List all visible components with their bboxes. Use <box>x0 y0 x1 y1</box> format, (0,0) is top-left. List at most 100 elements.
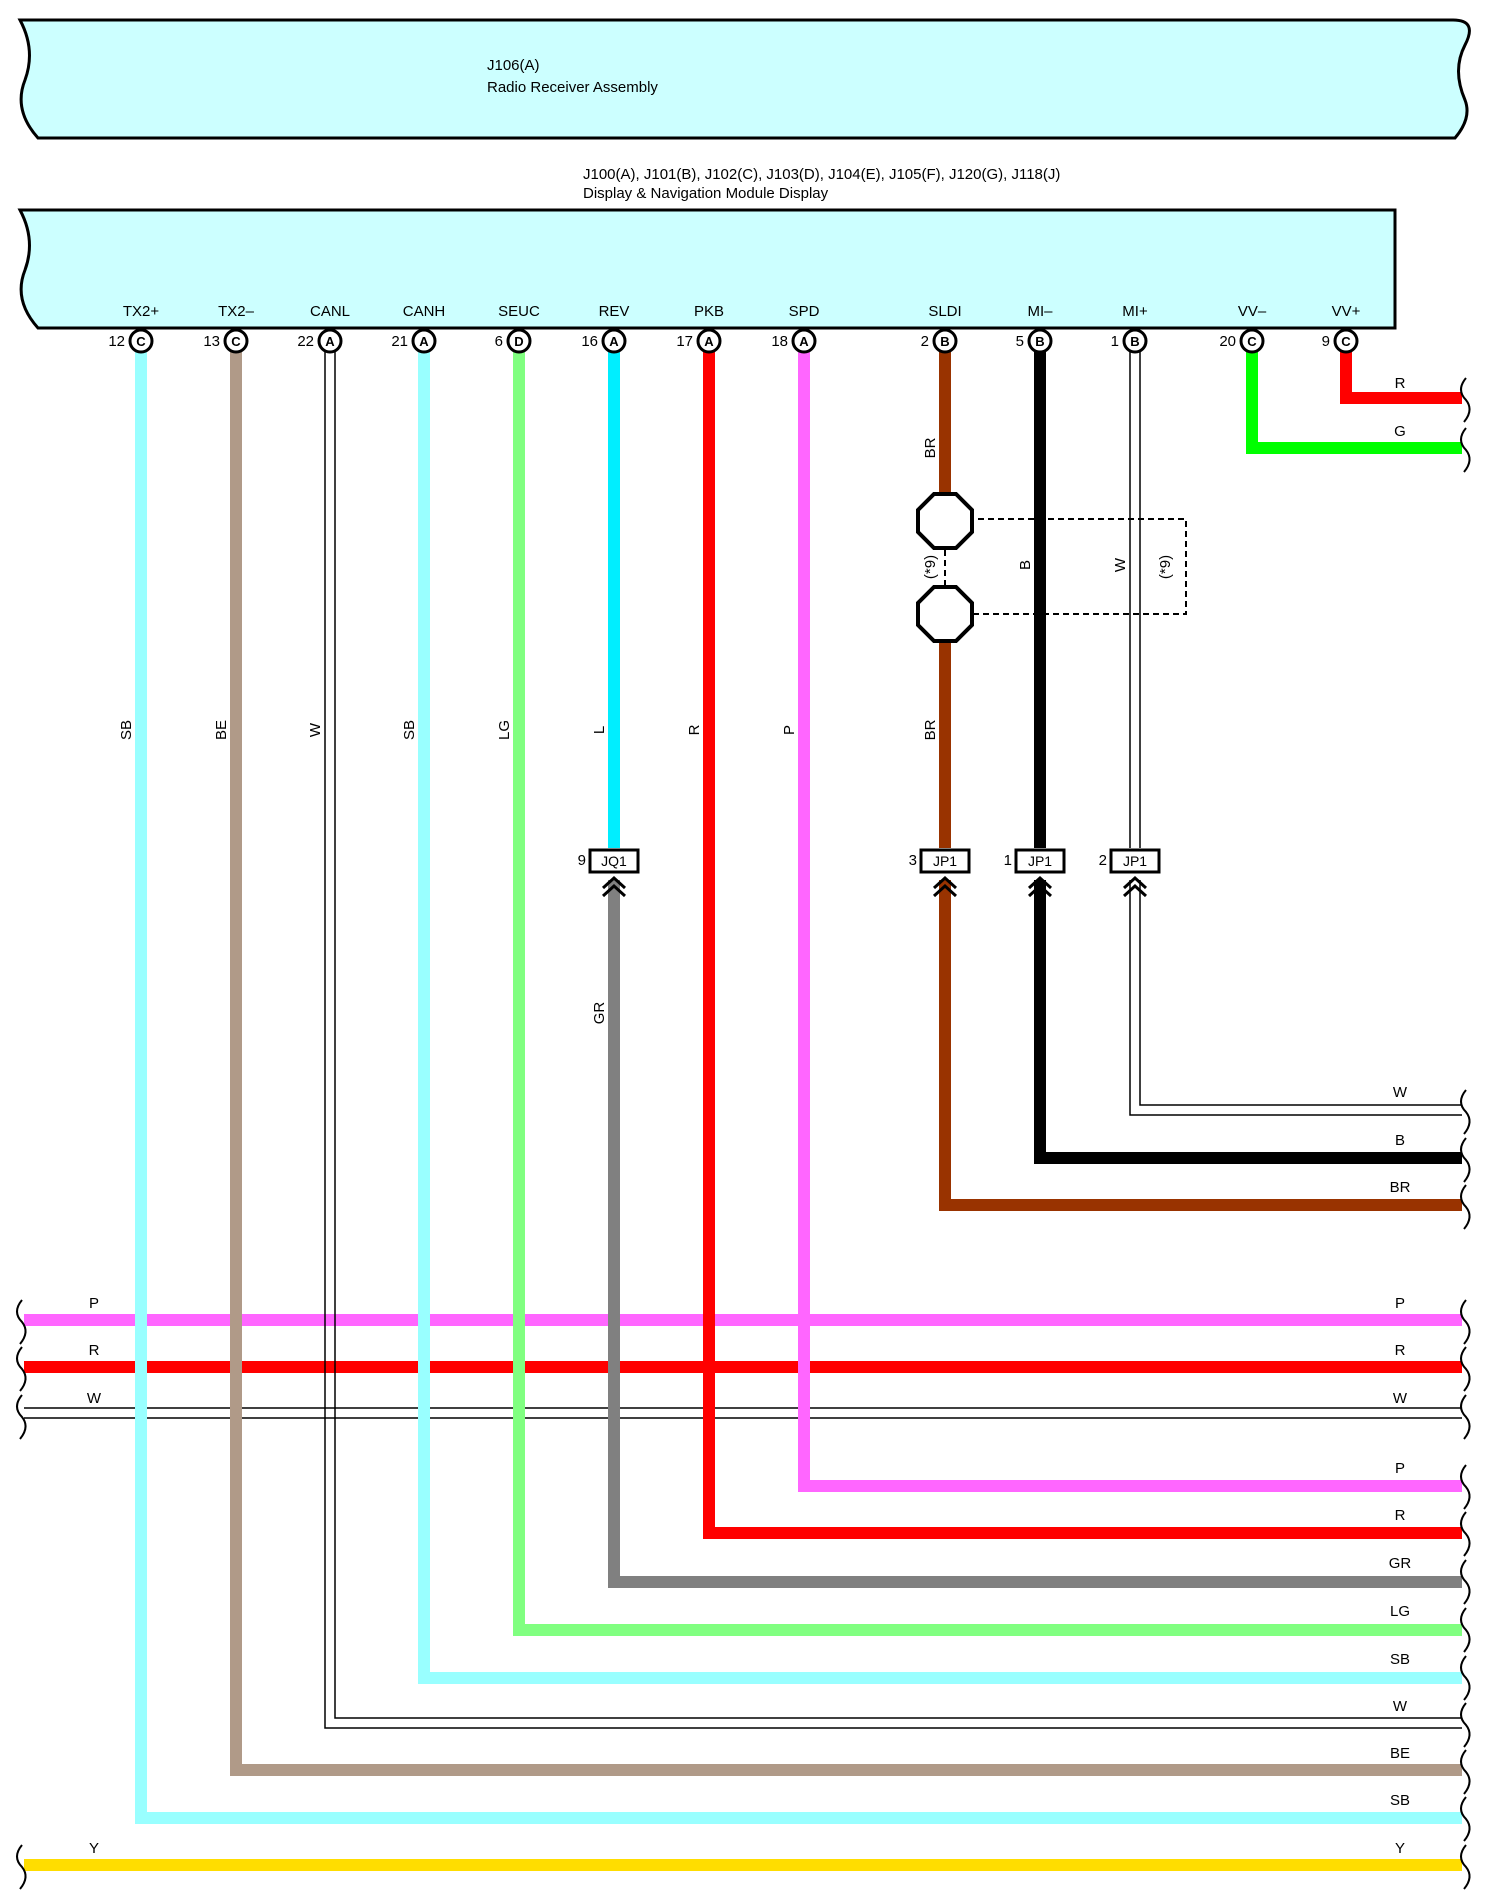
wire-canl-inner <box>334 340 1462 1719</box>
junction-label-jp1-1: JP1 <box>1028 853 1052 869</box>
pin-num-canl: 22 <box>297 333 314 350</box>
junction-jp1-pin3: 3 JP1 <box>909 848 971 898</box>
label-through-w-right: W <box>1393 1390 1408 1407</box>
vlabel-canl: W <box>307 722 324 737</box>
chevron-jp1-3-icon <box>932 875 958 898</box>
pin-circle-canl <box>317 328 343 354</box>
pin-circle-rev <box>601 328 627 354</box>
shield-note-right: (*9) <box>1157 555 1174 579</box>
junction-label-jp1-3: JP1 <box>933 853 957 869</box>
wire-vv-plus <box>1340 340 1462 404</box>
pin-conn-spd: A <box>799 334 809 349</box>
pin-conn-tx2minus: C <box>231 334 241 349</box>
vlabel-rev: L <box>591 726 608 734</box>
pin-name-seuc: SEUC <box>498 303 540 320</box>
shield-connector-top <box>916 492 974 550</box>
pin-circle-canh <box>411 328 437 354</box>
wire-tx2minus <box>230 340 1462 1776</box>
label-out-w: W <box>1393 1698 1408 1715</box>
pin-num-rev: 16 <box>581 333 598 350</box>
wire-sldi-bottom <box>939 880 1462 1211</box>
label-mi-minus-out: B <box>1395 1132 1405 1149</box>
pin-name-mi-minus: MI– <box>1027 303 1053 320</box>
pin-name-vv-minus: VV– <box>1238 303 1267 320</box>
label-out-gr: GR <box>1389 1555 1412 1572</box>
vlabel-sldi-top: BR <box>922 437 939 458</box>
wire-mi-plus-bottom-b <box>1139 880 1462 1106</box>
wire-mi-minus-bottom <box>1034 880 1462 1164</box>
label-out-r: R <box>1395 1507 1406 1524</box>
pin-circle-sldi <box>932 328 958 354</box>
wire-canh <box>418 340 1462 1684</box>
junction-jq1: 9 JQ1 <box>578 848 640 898</box>
junction-label-jq1: JQ1 <box>601 853 627 869</box>
wire-canl-outer <box>324 340 1462 1729</box>
pin-num-vv-plus: 9 <box>1322 333 1330 350</box>
display-module-name: Display & Navigation Module Display <box>583 185 829 202</box>
wire-pkb <box>703 340 1462 1539</box>
pin-num-mi-plus: 1 <box>1111 333 1119 350</box>
pin-num-spd: 18 <box>771 333 788 350</box>
label-through-r-right: R <box>1395 1342 1406 1359</box>
chevron-jp1-2-icon <box>1122 875 1148 898</box>
vlabel-mi-plus: W <box>1112 557 1129 572</box>
pin-conn-tx2plus: C <box>136 334 146 349</box>
pin-name-mi-plus: MI+ <box>1122 303 1148 320</box>
pin-num-tx2minus: 13 <box>203 333 220 350</box>
label-out-lg: LG <box>1390 1603 1410 1620</box>
pin-circle-tx2plus <box>128 328 154 354</box>
label-out-p: P <box>1395 1460 1405 1477</box>
through-wires <box>24 1314 1462 1419</box>
pin-conn-mi-plus: B <box>1130 334 1139 349</box>
vlabel-sldi: BR <box>922 719 939 740</box>
pin-num-vv-minus: 20 <box>1219 333 1236 350</box>
vlabel-seuc: LG <box>496 720 513 740</box>
pin-name-rev: REV <box>599 303 630 320</box>
shield-connector-bottom <box>916 585 974 643</box>
pin-circle-mi-minus <box>1027 328 1053 354</box>
shield-box <box>916 492 1187 643</box>
wire-seuc <box>513 340 1462 1636</box>
pin-circle-vv-plus <box>1333 328 1359 354</box>
label-out-sb-tx2: SB <box>1390 1792 1410 1809</box>
vlabel-spd: P <box>781 725 798 735</box>
label-through-p-left: P <box>89 1295 99 1312</box>
junction-pin-jp1-3: 3 <box>909 852 917 869</box>
pin-conn-sldi: B <box>940 334 949 349</box>
pin-conn-seuc: D <box>514 334 523 349</box>
radio-receiver-block: J106(A) Radio Receiver Assembly <box>17 18 1471 140</box>
chevron-jq1-icon <box>601 875 627 898</box>
display-module-ids: J100(A), J101(B), J102(C), J103(D), J104… <box>583 166 1060 183</box>
pin-conn-rev: A <box>609 334 619 349</box>
pin-conn-canl: A <box>325 334 335 349</box>
vlabel-canh: SB <box>401 720 418 740</box>
vlabel-gr: GR <box>591 1002 608 1025</box>
junction-pin-jq1: 9 <box>578 852 586 869</box>
junction-jp1-pin2: 2 JP1 <box>1099 848 1161 898</box>
label-vv-minus-out: G <box>1394 423 1406 440</box>
pin-name-vv-plus: VV+ <box>1332 303 1361 320</box>
label-yellow-right: Y <box>1395 1840 1405 1857</box>
label-through-w-left: W <box>87 1390 102 1407</box>
junction-label-jp1-2: JP1 <box>1123 853 1147 869</box>
label-out-be: BE <box>1390 1745 1410 1762</box>
label-sldi-out: BR <box>1390 1179 1411 1196</box>
vlabel-tx2plus: SB <box>118 720 135 740</box>
pin-name-pkb: PKB <box>694 303 724 320</box>
vlabel-mi-minus: B <box>1017 560 1034 570</box>
pin-circle-pkb <box>696 328 722 354</box>
pin-conn-vv-minus: C <box>1247 334 1257 349</box>
pin-conn-pkb: A <box>704 334 714 349</box>
pin-name-tx2minus: TX2– <box>218 303 255 320</box>
pin-name-sldi: SLDI <box>928 303 961 320</box>
pin-circle-mi-plus <box>1122 328 1148 354</box>
label-mi-plus-out: W <box>1393 1084 1408 1101</box>
pin-num-tx2plus: 12 <box>108 333 125 350</box>
wire-mi-plus-bottom-a <box>1129 880 1462 1116</box>
right-break-marks <box>1460 377 1471 1890</box>
label-through-r-left: R <box>89 1342 100 1359</box>
radio-receiver-id: J106(A) <box>487 57 540 74</box>
pin-circle-vv-minus <box>1239 328 1265 354</box>
pin-name-canl: CANL <box>310 303 350 320</box>
